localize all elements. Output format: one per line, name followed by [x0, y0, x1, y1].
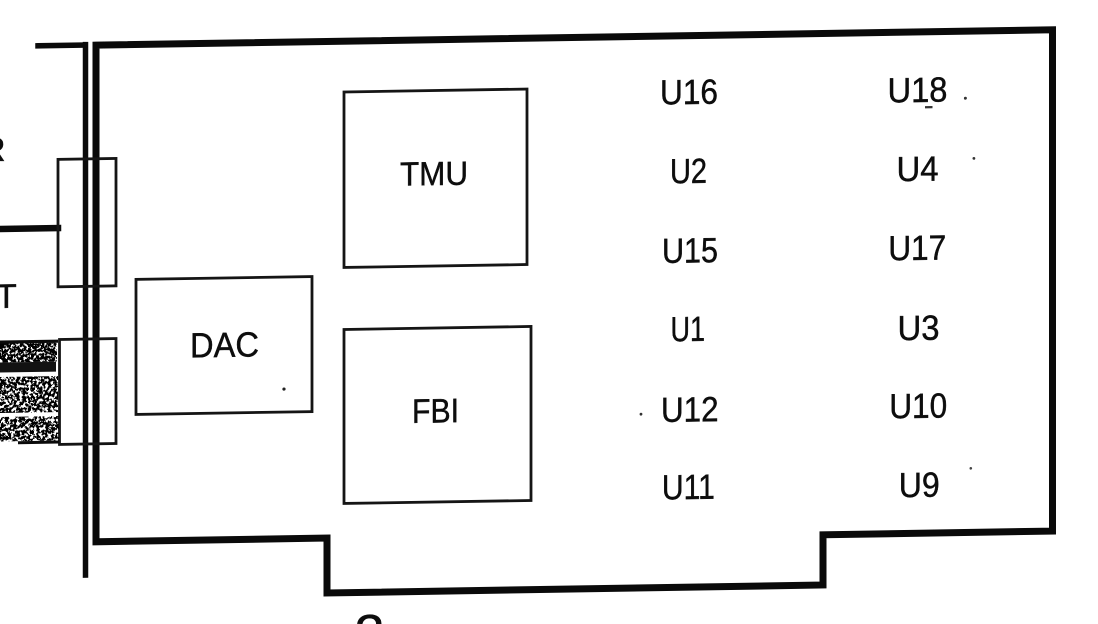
svg-text:U3: U3 — [898, 309, 940, 349]
svg-text:U18: U18 — [888, 70, 948, 110]
svg-text:R: R — [0, 131, 6, 169]
svg-text:U4: U4 — [897, 150, 939, 190]
svg-text:U17: U17 — [888, 229, 946, 269]
svg-text:DAC: DAC — [190, 325, 259, 365]
svg-text:U16: U16 — [660, 73, 718, 113]
svg-text:U11: U11 — [662, 468, 715, 508]
svg-text:TMU: TMU — [400, 156, 468, 194]
svg-text:U2: U2 — [670, 152, 707, 192]
svg-text:U10: U10 — [889, 386, 947, 426]
svg-text:U1: U1 — [671, 310, 706, 350]
svg-text:FBI: FBI — [412, 392, 459, 431]
svg-text:T: T — [0, 278, 17, 316]
svg-text:2: 2 — [355, 604, 385, 624]
svg-text:U9: U9 — [899, 466, 940, 506]
svg-text:U15: U15 — [662, 231, 718, 271]
svg-text:U12: U12 — [661, 390, 719, 430]
